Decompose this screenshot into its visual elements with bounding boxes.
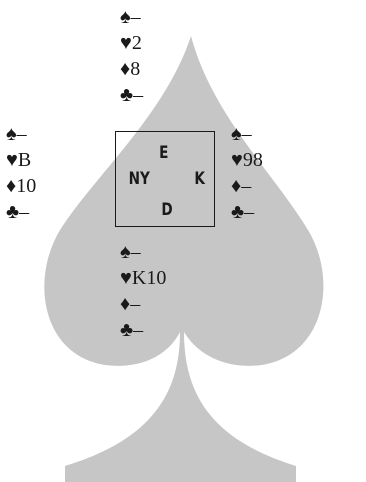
compass-west-label: NY (129, 169, 150, 189)
north-spades-cards: – (131, 4, 141, 30)
spade-suit-icon: ♠ (120, 4, 131, 30)
north-diamonds-cards: 8 (130, 56, 140, 82)
south-spades-row: ♠– (120, 239, 166, 265)
south-hearts-row: ♥K10 (120, 265, 166, 291)
west-spades-row: ♠– (6, 121, 36, 147)
south-spades-cards: – (131, 239, 141, 265)
spade-suit-icon: ♠ (120, 239, 131, 265)
east-spades-row: ♠– (231, 121, 263, 147)
south-clubs-row: ♣– (120, 317, 166, 343)
west-hearts-row: ♥B (6, 147, 36, 173)
heart-suit-icon: ♥ (6, 147, 18, 173)
south-clubs-cards: – (133, 317, 143, 343)
diamond-suit-icon: ♦ (231, 173, 241, 199)
north-spades-row: ♠– (120, 4, 143, 30)
heart-suit-icon: ♥ (120, 30, 132, 56)
compass-north-label: E (159, 143, 168, 163)
south-diamonds-row: ♦– (120, 291, 166, 317)
compass-south-label: D (161, 200, 172, 220)
compass-east-label: K (194, 169, 205, 189)
diamond-suit-icon: ♦ (6, 173, 16, 199)
east-diamonds-row: ♦– (231, 173, 263, 199)
diamond-suit-icon: ♦ (120, 291, 130, 317)
west-hand: ♠– ♥B ♦10 ♣– (6, 121, 36, 225)
spade-suit-icon: ♠ (6, 121, 17, 147)
east-diamonds-cards: – (241, 173, 251, 199)
west-diamonds-row: ♦10 (6, 173, 36, 199)
spade-suit-icon: ♠ (231, 121, 242, 147)
east-hearts-cards: 98 (243, 147, 263, 173)
club-suit-icon: ♣ (6, 199, 19, 225)
compass-box: E NY K D (115, 131, 215, 227)
south-hand: ♠– ♥K10 ♦– ♣– (120, 239, 166, 343)
west-spades-cards: – (17, 121, 27, 147)
heart-suit-icon: ♥ (231, 147, 243, 173)
north-clubs-row: ♣– (120, 82, 143, 108)
north-diamonds-row: ♦8 (120, 56, 143, 82)
club-suit-icon: ♣ (120, 317, 133, 343)
club-suit-icon: ♣ (231, 199, 244, 225)
west-clubs-cards: – (19, 199, 29, 225)
diamond-suit-icon: ♦ (120, 56, 130, 82)
north-hearts-row: ♥2 (120, 30, 143, 56)
west-diamonds-cards: 10 (16, 173, 36, 199)
south-diamonds-cards: – (130, 291, 140, 317)
west-hearts-cards: B (18, 147, 31, 173)
east-clubs-cards: – (244, 199, 254, 225)
club-suit-icon: ♣ (120, 82, 133, 108)
east-clubs-row: ♣– (231, 199, 263, 225)
north-clubs-cards: – (133, 82, 143, 108)
east-hand: ♠– ♥98 ♦– ♣– (231, 121, 263, 225)
south-hearts-cards: K10 (132, 265, 166, 291)
north-hearts-cards: 2 (132, 30, 142, 56)
east-spades-cards: – (242, 121, 252, 147)
heart-suit-icon: ♥ (120, 265, 132, 291)
west-clubs-row: ♣– (6, 199, 36, 225)
east-hearts-row: ♥98 (231, 147, 263, 173)
north-hand: ♠– ♥2 ♦8 ♣– (120, 4, 143, 108)
